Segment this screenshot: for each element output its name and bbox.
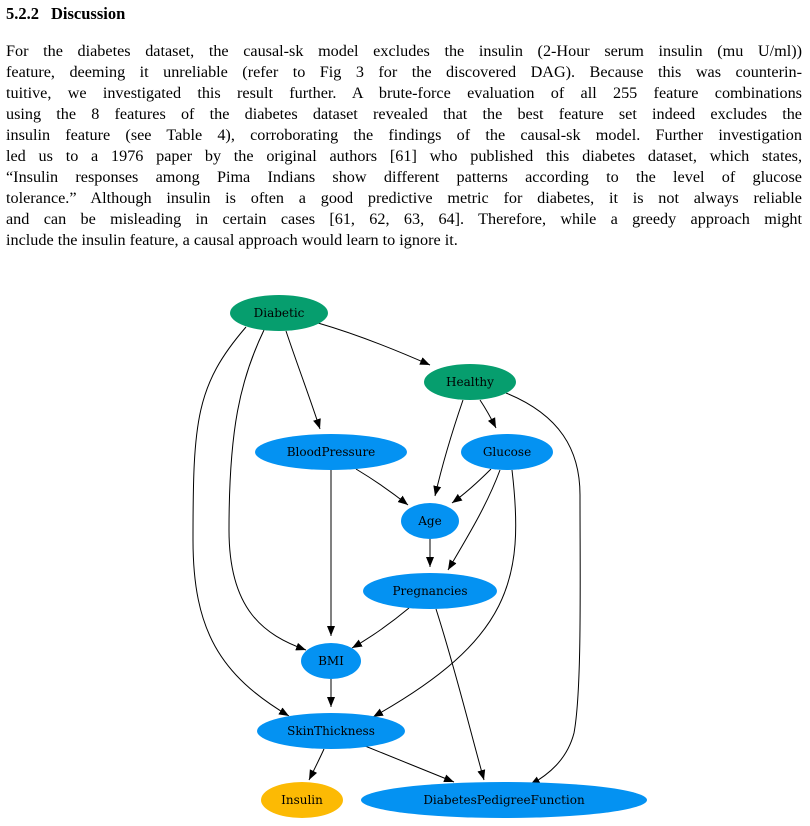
dag-edge-glucose-to-age	[451, 468, 492, 504]
dag-node-dpf: DiabetesPedigreeFunction	[361, 782, 647, 818]
dag-edges	[192, 322, 581, 786]
dag-node-pregnancies: Pregnancies	[363, 573, 497, 609]
dag-node-ellipse-glucose	[461, 434, 553, 470]
dag-node-ellipse-dpf	[361, 782, 647, 818]
dag-node-label-bloodpressure: BloodPressure	[287, 445, 376, 459]
section-number: 5.2.2	[6, 4, 39, 23]
dag-edge-bloodpressure-to-age	[355, 468, 409, 506]
dag-node-label-skinthickness: SkinThickness	[287, 724, 375, 738]
section-heading: 5.2.2 Discussion	[6, 4, 125, 24]
paragraph-line: tuitive, we investigated this result fur…	[6, 84, 802, 102]
dag-node-ellipse-skinthickness	[257, 713, 405, 749]
dag-node-label-pregnancies: Pregnancies	[392, 584, 467, 598]
paragraph-line: tolerance.” Although insulin is often a …	[6, 189, 802, 207]
dag-edge-diabetic-to-bmi	[228, 329, 307, 651]
dag-edge-diabetic-to-skinthickness	[192, 326, 290, 717]
paragraph-line: led us to a 1976 paper by the original a…	[6, 147, 802, 165]
dag-edge-healthy-to-glucose	[479, 399, 497, 429]
dag-node-label-age: Age	[417, 514, 441, 528]
dag-node-healthy: Healthy	[424, 364, 516, 400]
dag-node-age: Age	[401, 503, 459, 539]
dag-edge-pregnancies-to-bmi	[351, 607, 410, 649]
section-title: Discussion	[51, 4, 126, 23]
paragraph-line: and can be misleading in certain cases […	[6, 210, 802, 228]
dag-node-label-glucose: Glucose	[483, 445, 531, 459]
dag-edge-skinthickness-to-dpf	[364, 745, 455, 783]
dag-node-ellipse-insulin	[261, 782, 343, 818]
dag-edge-diabetic-to-bloodpressure	[285, 330, 321, 430]
dag-node-ellipse-age	[401, 503, 459, 539]
dag-node-bmi: BMI	[301, 643, 361, 679]
dag-node-ellipse-pregnancies	[363, 573, 497, 609]
paragraph-line: insulin feature (see Table 4), corrobora…	[6, 126, 802, 144]
dag-node-insulin: Insulin	[261, 782, 343, 818]
dag-edge-glucose-to-pregnancies	[447, 469, 501, 571]
dag-node-glucose: Glucose	[461, 434, 553, 470]
paragraph-line: include the insulin feature, a causal ap…	[6, 231, 458, 249]
dag-edge-glucose-to-skinthickness	[372, 469, 517, 718]
dag-node-ellipse-bloodpressure	[255, 434, 407, 470]
paragraph-line: “Insulin responses among Pima Indians sh…	[6, 168, 802, 186]
dag-node-label-diabetic: Diabetic	[254, 306, 305, 320]
dag-edge-skinthickness-to-insulin	[308, 748, 325, 781]
dag-node-ellipse-diabetic	[230, 295, 328, 331]
paragraph-line: For the diabetes dataset, the causal-sk …	[6, 42, 802, 60]
dag-edge-healthy-to-dpf	[505, 392, 581, 786]
dag-node-skinthickness: SkinThickness	[257, 713, 405, 749]
paragraph-line: feature, deeming it unreliable (refer to…	[6, 63, 802, 81]
dag-node-diabetic: Diabetic	[230, 295, 328, 331]
dag-node-bloodpressure: BloodPressure	[255, 434, 407, 470]
dag-edge-pregnancies-to-dpf	[435, 608, 486, 781]
dag-edge-healthy-to-age	[433, 399, 464, 497]
dag-edge-diabetic-to-healthy	[317, 322, 431, 366]
dag-node-ellipse-bmi	[301, 643, 361, 679]
discussion-paragraph: For the diabetes dataset, the causal-sk …	[6, 41, 802, 251]
dag-node-label-healthy: Healthy	[446, 375, 494, 389]
dag-node-label-insulin: Insulin	[281, 793, 323, 807]
dag-node-label-bmi: BMI	[318, 654, 344, 668]
dag-node-ellipse-healthy	[424, 364, 516, 400]
dag-node-label-dpf: DiabetesPedigreeFunction	[423, 793, 585, 807]
paragraph-line: using the 8 features of the diabetes dat…	[6, 105, 802, 123]
